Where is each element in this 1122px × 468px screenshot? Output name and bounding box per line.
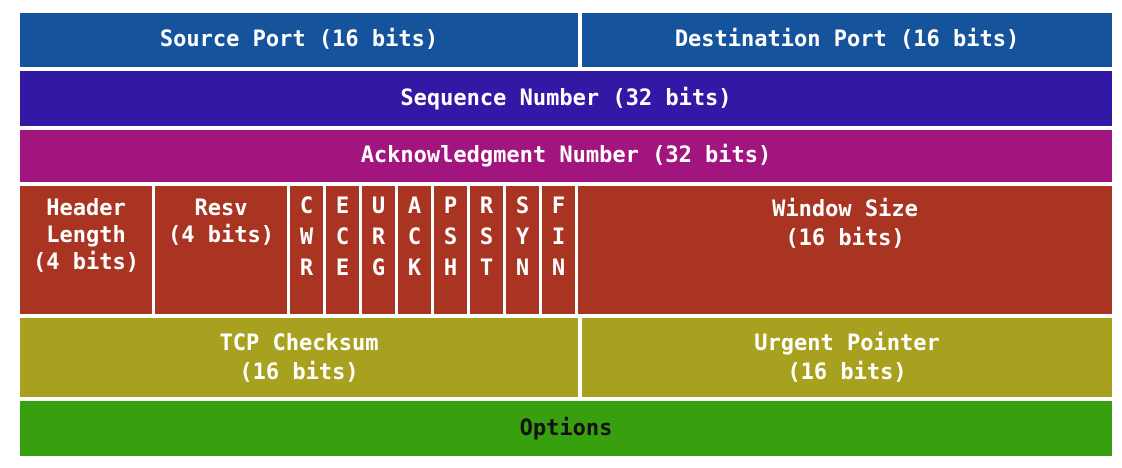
flag-ece: E C E [326, 186, 359, 314]
flag-psh: P S H [434, 186, 467, 314]
row-sequence-number: Sequence Number (32 bits) [20, 71, 1112, 126]
flag-fin: F I N [542, 186, 575, 314]
flag-cwr: C W R [290, 186, 323, 314]
flag-syn: S Y N [506, 186, 539, 314]
field-resv: Resv (4 bits) [155, 186, 287, 314]
field-sequence-number: Sequence Number (32 bits) [20, 71, 1112, 126]
row-checksum: TCP Checksum (16 bits) Urgent Pointer (1… [20, 318, 1112, 397]
row-acknowledgment-number: Acknowledgment Number (32 bits) [20, 130, 1112, 182]
field-window-size: Window Size (16 bits) [578, 186, 1112, 314]
field-urgent-pointer: Urgent Pointer (16 bits) [582, 318, 1112, 397]
flag-urg: U R G [362, 186, 395, 314]
field-source-port: Source Port (16 bits) [20, 13, 578, 67]
field-header-length: Header Length (4 bits) [20, 186, 152, 314]
field-acknowledgment-number: Acknowledgment Number (32 bits) [20, 130, 1112, 182]
field-tcp-checksum: TCP Checksum (16 bits) [20, 318, 578, 397]
field-destination-port: Destination Port (16 bits) [582, 13, 1112, 67]
field-options: Options [20, 401, 1112, 456]
flag-ack: A C K [398, 186, 431, 314]
flag-rst: R S T [470, 186, 503, 314]
row-ports: Source Port (16 bits) Destination Port (… [20, 13, 1112, 67]
row-flags: Header Length (4 bits) Resv (4 bits) C W… [20, 186, 1112, 314]
row-options: Options [20, 401, 1112, 456]
